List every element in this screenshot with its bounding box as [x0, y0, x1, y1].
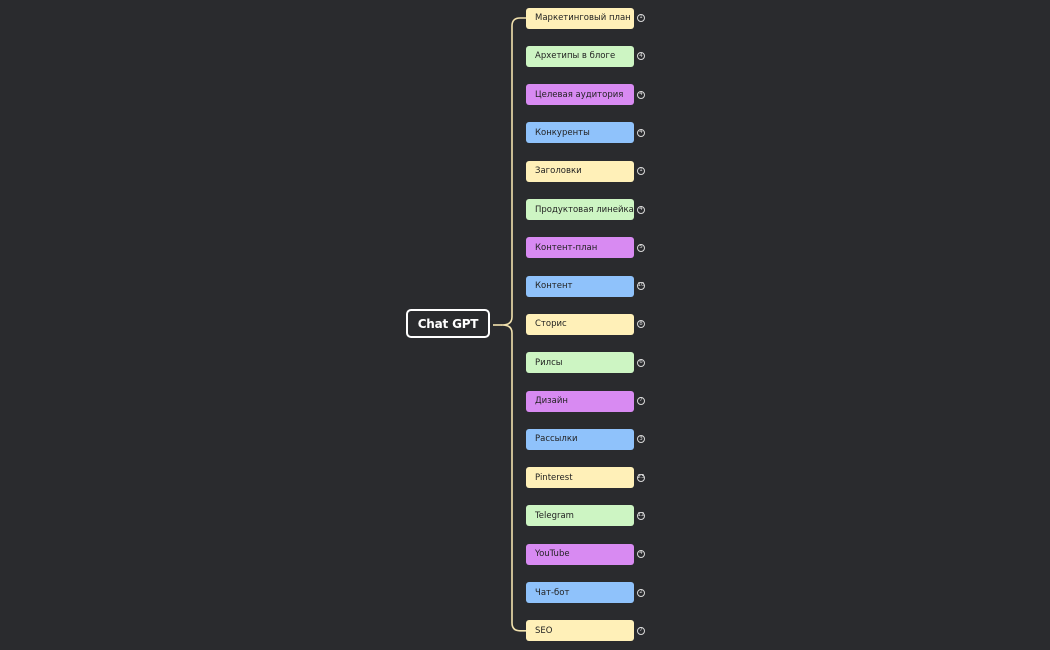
subtopic-label: Маркетинговый план [535, 13, 631, 23]
child-count-badge[interactable]: 23 [637, 473, 645, 482]
child-count-badge[interactable]: 1 [637, 167, 645, 176]
subtopic-label: Целевая аудитория [535, 89, 624, 100]
child-count-badge[interactable]: 10 [637, 282, 645, 291]
subtopic-node[interactable]: Рилсы [526, 352, 634, 374]
child-count-badge[interactable]: 7 [637, 397, 645, 405]
subtopic-node[interactable]: Конкуренты [526, 122, 634, 144]
subtopic-node[interactable]: YouTube [526, 543, 634, 565]
subtopic-node[interactable]: Целевая аудитория [526, 84, 634, 106]
child-count-badge[interactable]: 4 [637, 205, 645, 214]
subtopic-label: Заголовки [535, 166, 582, 177]
child-count-badge[interactable]: 5 [637, 243, 645, 252]
subtopic-node[interactable]: SEO [526, 620, 634, 642]
subtopic-node[interactable]: Сторис [526, 313, 634, 335]
subtopic-label: Контент [535, 281, 573, 292]
subtopic-node[interactable]: Контент [526, 275, 634, 297]
child-count-badge[interactable]: 1 [637, 14, 645, 22]
subtopic-label: Контент-план [535, 242, 598, 253]
subtopic-node[interactable]: Рассылки [526, 428, 634, 450]
subtopic-label: SEO [535, 625, 553, 636]
subtopic-label: Конкуренты [535, 127, 590, 138]
child-count-badge[interactable]: 4 [637, 128, 645, 137]
subtopic-node[interactable]: Архетипы в блоге [526, 45, 634, 67]
subtopic-label: Продуктовая линейка [535, 204, 634, 215]
subtopic-node[interactable]: Дизайн [526, 390, 634, 412]
child-count-badge[interactable]: 7 [637, 626, 645, 635]
root-topic[interactable]: Chat GPT [406, 309, 490, 338]
subtopic-node[interactable]: Маркетинговый план [526, 7, 634, 29]
subtopic-node[interactable]: Чат-бот [526, 582, 634, 603]
subtopic-label: Pinterest [535, 472, 573, 483]
child-count-badge[interactable]: 4 [637, 52, 645, 61]
subtopic-label: Рассылки [535, 434, 578, 445]
subtopic-label: Архетипы в блоге [535, 51, 616, 62]
child-count-badge[interactable]: 8 [637, 320, 645, 329]
child-count-badge[interactable]: 6 [637, 358, 645, 367]
subtopic-node[interactable]: Telegram [526, 505, 634, 527]
child-count-badge[interactable]: 4 [637, 90, 645, 99]
subtopic-node[interactable]: Продуктовая линейка [526, 199, 634, 220]
subtopic-label: Рилсы [535, 357, 563, 368]
subtopic-label: Telegram [535, 510, 574, 521]
subtopic-label: Сторис [535, 319, 567, 330]
child-count-badge[interactable]: 4 [637, 550, 645, 559]
child-count-badge[interactable]: 2 [637, 588, 645, 597]
subtopic-label: Чат-бот [535, 587, 570, 598]
subtopic-label: Дизайн [535, 396, 568, 406]
subtopic-label: YouTube [535, 549, 570, 560]
child-count-badge[interactable]: 12 [637, 511, 645, 520]
subtopic-node[interactable]: Контент-план [526, 237, 634, 259]
subtopic-node[interactable]: Pinterest [526, 467, 634, 489]
subtopic-node[interactable]: Заголовки [526, 160, 634, 182]
child-count-badge[interactable]: 3 [637, 435, 645, 444]
